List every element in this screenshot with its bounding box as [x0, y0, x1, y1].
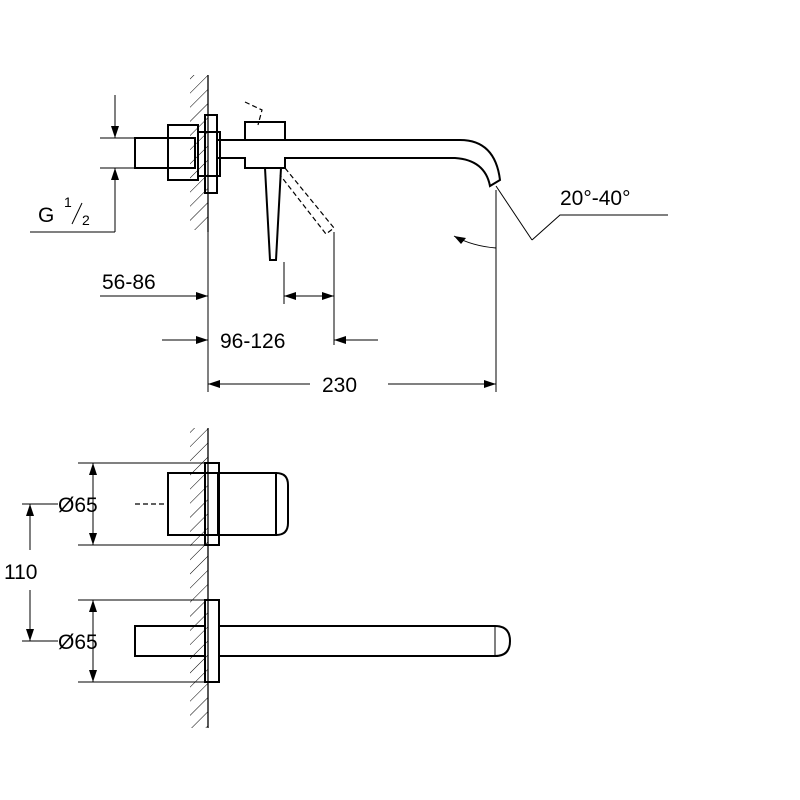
thread-label: G — [38, 204, 54, 227]
spout-length-label: 230 — [322, 374, 357, 397]
thread-denominator: 2 — [82, 212, 90, 228]
top-view: Ø65 Ø65 110 — [4, 428, 512, 728]
spout-length-dimension: 230 — [208, 374, 496, 397]
spout-top — [134, 599, 512, 683]
wall-depth-dimension: 56-86 — [100, 271, 208, 300]
diameter-top-dimension: Ø65 — [58, 462, 205, 546]
handle-plate — [167, 462, 289, 546]
center-distance-dimension: 110 — [4, 503, 58, 642]
thread-numerator: 1 — [64, 194, 72, 210]
diameter-bottom-dimension: Ø65 — [58, 599, 205, 683]
lever-span-dimension — [284, 292, 334, 300]
wall-depth-label: 56-86 — [102, 271, 156, 294]
swivel-angle-dimension: 20°-40° — [453, 185, 668, 249]
lever-offset-dimension: 96-126 — [162, 330, 378, 353]
diameter-bottom-label: Ø65 — [58, 631, 98, 654]
lever-offset-label: 96-126 — [220, 330, 285, 353]
thread-dimension: G 1 2 — [30, 95, 135, 233]
center-distance-label: 110 — [4, 561, 37, 584]
diameter-top-label: Ø65 — [58, 494, 98, 517]
spout-side — [216, 101, 502, 261]
swivel-angle-label: 20°-40° — [560, 187, 631, 210]
wall-top-view — [190, 428, 209, 728]
side-view: G 1 2 56-86 96-126 — [30, 75, 668, 397]
valve-body — [134, 114, 221, 194]
